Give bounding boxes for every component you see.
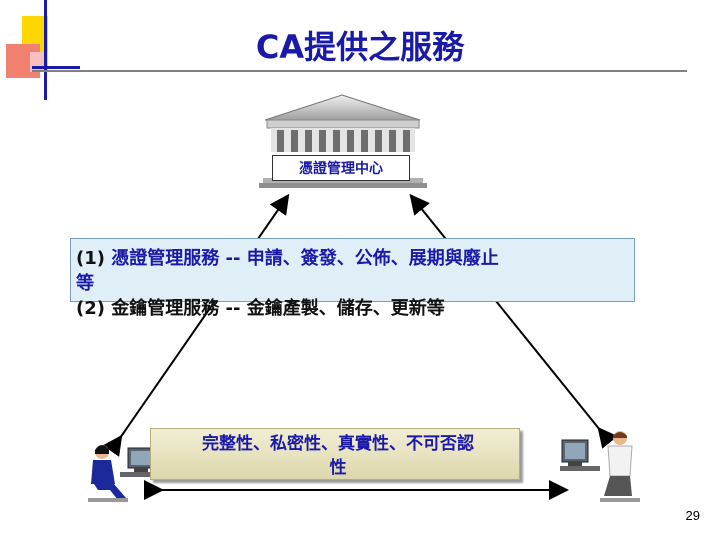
blue-horizontal-bar (32, 66, 80, 69)
service-item-1: (1) 憑證管理服務 -- 申請、簽發、公佈、展期與廢止 (76, 246, 696, 271)
building-label-box (272, 155, 410, 181)
man-user-at-computer-icon (560, 431, 640, 502)
service-name: 憑證管理服務 (111, 248, 220, 269)
service-item-1-continuation: 等 (76, 273, 94, 294)
service-number: (1) (76, 248, 112, 269)
arrow-left (102, 193, 290, 457)
services-box (70, 238, 635, 302)
service-item-2: (2) 金鑰管理服務 -- 金鑰產製、儲存、更新等 (76, 296, 696, 321)
service-detail: -- 金鑰產製、儲存、更新等 (219, 298, 445, 319)
service-detail: -- 申請、簽發、公佈、展期與廢止 (219, 248, 499, 269)
slide-title: CA提供之服務 (255, 28, 465, 66)
security-properties-box (150, 428, 520, 480)
corner-decoration (0, 0, 80, 110)
service-number: (2) (76, 298, 112, 319)
page-number: 29 (685, 508, 700, 523)
title-divider (32, 70, 687, 72)
arrow-right (409, 193, 618, 449)
building-label: 憑證管理中心 (299, 161, 383, 177)
properties-line-2: 性 (329, 458, 347, 478)
properties-line-1: 完整性、私密性、真實性、不可否認 (202, 434, 474, 454)
services-list: (1) 憑證管理服務 -- 申請、簽發、公佈、展期與廢止 等 (2) 金鑰管理服… (76, 246, 696, 321)
security-properties: 完整性、私密性、真實性、不可否認 性 (158, 432, 518, 480)
service-name: 金鑰管理服務 (111, 298, 220, 319)
blue-vertical-bar (44, 0, 47, 100)
